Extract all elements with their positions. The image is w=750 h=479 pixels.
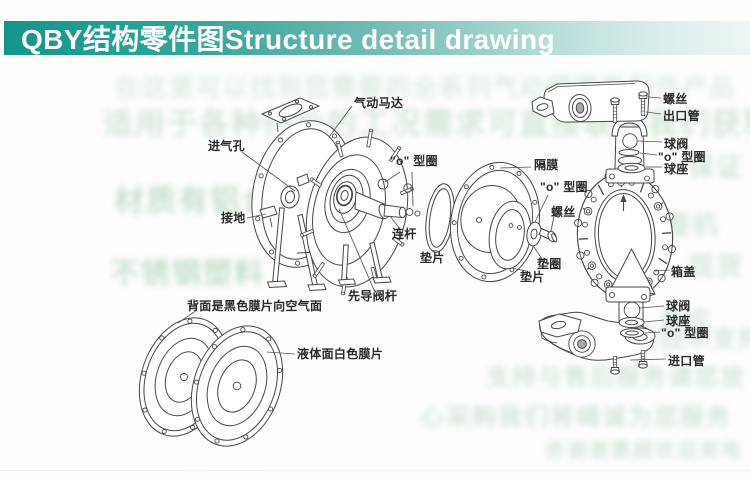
label-connecting-rod: 连杆 <box>392 227 417 241</box>
label-pilot-valve-stem: 先导阀杆 <box>348 289 398 303</box>
title-bar: QBY结构零件图Structure detail drawing <box>4 21 750 55</box>
label-box-cover: 箱盖 <box>671 265 696 279</box>
watermark-text: 现货 <box>688 251 745 281</box>
air-motor-assembly <box>251 97 421 296</box>
label-gasket-middle: 垫片 <box>520 270 545 284</box>
leader-lines <box>177 96 670 361</box>
label-ball-seat-bottom: 球座 <box>666 314 691 328</box>
watermark-text: 不锈钢塑料 <box>110 258 266 290</box>
watermark-text: 心采购我们将竭诚为您服务 <box>420 404 732 431</box>
label-o-ring-middle: "o" 型圈 <box>540 180 588 194</box>
label-washer-middle: 垫圈 <box>537 257 562 271</box>
label-outlet-pipe: 出口管 <box>663 109 700 123</box>
watermark-text: 务谢谢惠顾欢迎来电 <box>545 440 743 462</box>
watermark-text: 供应 <box>660 307 712 334</box>
bottom-separator <box>0 469 750 471</box>
label-o-ring-bottom: "o" 型圈 <box>661 326 709 340</box>
diaphragm-discs <box>138 317 284 447</box>
label-grounding: 接地 <box>221 211 246 225</box>
label-ball-valve-bottom: 球阀 <box>666 299 691 313</box>
diaphragm-group <box>425 161 558 283</box>
watermark-text: 保证 <box>688 152 745 182</box>
pump-body-assembly <box>531 80 676 375</box>
label-air-inlet-hole: 进气孔 <box>208 139 245 153</box>
label-screw-middle: 螺丝 <box>551 205 576 219</box>
label-inlet-pipe: 进口管 <box>668 354 705 368</box>
label-white-diaphragm-note: 液体面白色膜片 <box>297 347 384 361</box>
label-o-ring-top: "o" 型圈 <box>658 150 706 164</box>
label-black-diaphragm-note: 背面是黑色膜片向空气面 <box>187 299 323 313</box>
label-ball-valve-top: 球阀 <box>664 137 689 151</box>
label-screw-top: 螺丝 <box>663 92 688 106</box>
label-o-ring-shaft: "o" 型圈 <box>390 154 438 168</box>
label-diaphragm: 隔膜 <box>534 158 559 172</box>
page-title: QBY结构零件图Structure detail drawing <box>21 24 555 55</box>
label-gasket-left: 垫片 <box>420 251 445 265</box>
label-air-motor: 气动马达 <box>354 96 404 110</box>
label-ball-seat-top: 球座 <box>664 162 689 176</box>
